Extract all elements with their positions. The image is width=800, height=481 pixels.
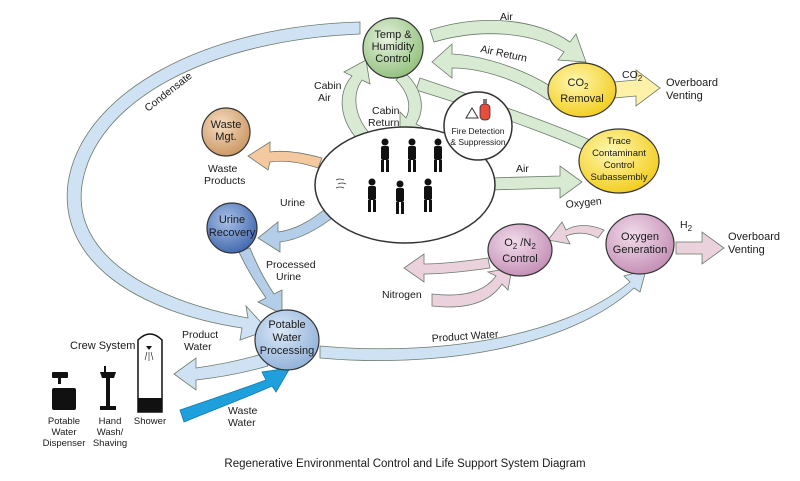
waste-mgt-node — [201, 107, 251, 157]
urine-label: Urine — [280, 197, 305, 209]
urine-recovery-node — [206, 202, 258, 254]
processed-urine-line2: Urine — [276, 271, 301, 283]
cabin-return-line2: Return — [368, 117, 400, 129]
potable-water-node — [254, 309, 320, 371]
oxygen-generation-node — [605, 213, 675, 275]
h2-label: H2 — [680, 219, 693, 233]
dispenser-line3: Dispenser — [43, 438, 86, 449]
crew-system-label: Crew System — [70, 340, 135, 352]
air-to-trace-arrow — [487, 165, 583, 199]
processed-urine-line1: Processed — [266, 259, 316, 271]
cabin-return-line1: Cabin — [372, 105, 400, 117]
co2-removal-node — [547, 62, 617, 118]
waste-products-line1: Waste — [208, 163, 238, 175]
product-water-right-arrow — [319, 269, 647, 361]
crew-figures — [368, 138, 442, 214]
waste-water-line2: Water — [228, 417, 256, 429]
diagram-caption: Regenerative Environmental Control and L… — [224, 458, 585, 470]
urine-arrow — [257, 204, 341, 253]
waste-mgt-line2: Mgt. — [215, 131, 236, 143]
h2-venting-arrow — [675, 231, 725, 265]
cabin-air-line2: Air — [318, 92, 331, 104]
hand-wash-line2: Wash/ — [97, 427, 124, 438]
cabin-ellipse — [314, 126, 496, 244]
co2-venting-arrow — [613, 69, 661, 107]
temp-humidity-line3: Control — [375, 53, 410, 65]
fire-detection-node — [443, 91, 513, 161]
trace-contaminant-line1: Trace — [607, 136, 631, 147]
hand-wash-line3: Shaving — [93, 438, 127, 449]
dispenser-line2: Water — [52, 427, 77, 438]
waste-mgt-line1: Waste — [211, 119, 242, 131]
product-water-left-line2: Water — [184, 341, 212, 353]
oxygen-generation-line1: Oxygen — [621, 231, 659, 243]
cabin-air-arrow — [341, 59, 371, 141]
oxygen-generation-line2: Generation — [613, 244, 667, 256]
oxygen-label: Oxygen — [565, 195, 602, 211]
temp-humidity-node — [362, 17, 424, 79]
waste-products-arrow — [247, 141, 323, 171]
waste-water-line1: Waste — [228, 405, 258, 417]
trace-contaminant-line3: Control — [604, 160, 635, 171]
air-return-arrow — [431, 43, 557, 101]
urine-recovery-line1: Urine — [219, 214, 245, 226]
product-water-right-label: Product Water — [431, 328, 499, 345]
product-water-left-arrow — [173, 353, 269, 391]
temp-humidity-line1: Temp & — [374, 29, 412, 41]
fire-detection-line1: Fire Detection — [452, 126, 505, 136]
potable-water-line1: Potable — [268, 319, 305, 331]
overboard-venting-2-line2: Venting — [728, 244, 765, 256]
air-mid-label: Air — [516, 163, 529, 175]
fire-extinguisher-icon — [465, 99, 491, 121]
water-dispenser-icon — [52, 372, 76, 410]
hand-wash-line1: Hand — [99, 416, 122, 427]
o2n2-control-node — [487, 223, 553, 277]
air-to-co2-arrow — [429, 20, 587, 63]
product-water-left-line1: Product — [182, 329, 218, 341]
waste-products-line2: Products — [204, 175, 245, 187]
co2-out-label: CO2 — [622, 69, 643, 83]
co2-removal-line2: Removal — [560, 93, 603, 105]
trace-contaminant-line2: Contaminant — [592, 148, 646, 159]
potable-water-line3: Processing — [260, 345, 314, 357]
overboard-venting-1-line2: Venting — [666, 90, 703, 102]
oxygen-arrow — [547, 221, 605, 245]
fire-detection-line2: & Suppression — [450, 137, 506, 147]
overboard-venting-1-line1: Overboard — [666, 77, 718, 89]
o2n2-control-line1: O2 /N2 — [504, 237, 536, 251]
cabin-return-arrow — [395, 71, 426, 137]
overboard-venting-2-line1: Overboard — [728, 231, 780, 243]
wind-icon — [335, 178, 347, 189]
nitrogen-arrow — [431, 267, 513, 308]
air-top-label: Air — [500, 11, 513, 23]
dispenser-line1: Potable — [48, 416, 80, 427]
cabin-air-line1: Cabin — [314, 80, 342, 92]
processed-urine-arrow — [237, 247, 283, 315]
hand-wash-icon — [100, 366, 116, 410]
shower-label: Shower — [134, 416, 166, 427]
co2-removal-line1: CO2 — [568, 77, 590, 91]
trace-contaminant-line4: Subassembly — [590, 172, 647, 183]
o2n2-control-line2: Control — [502, 253, 537, 265]
trace-contaminant-node — [578, 128, 660, 194]
o2n2-to-cabin-arrow — [403, 253, 491, 283]
nitrogen-label: Nitrogen — [382, 289, 422, 301]
condensate-arrow — [66, 21, 361, 341]
temp-humidity-line2: Humidity — [372, 41, 415, 53]
shower-icon — [137, 333, 163, 413]
potable-water-line2: Water — [273, 332, 302, 344]
urine-recovery-line2: Recovery — [209, 227, 256, 239]
waste-water-arrow — [179, 367, 291, 423]
